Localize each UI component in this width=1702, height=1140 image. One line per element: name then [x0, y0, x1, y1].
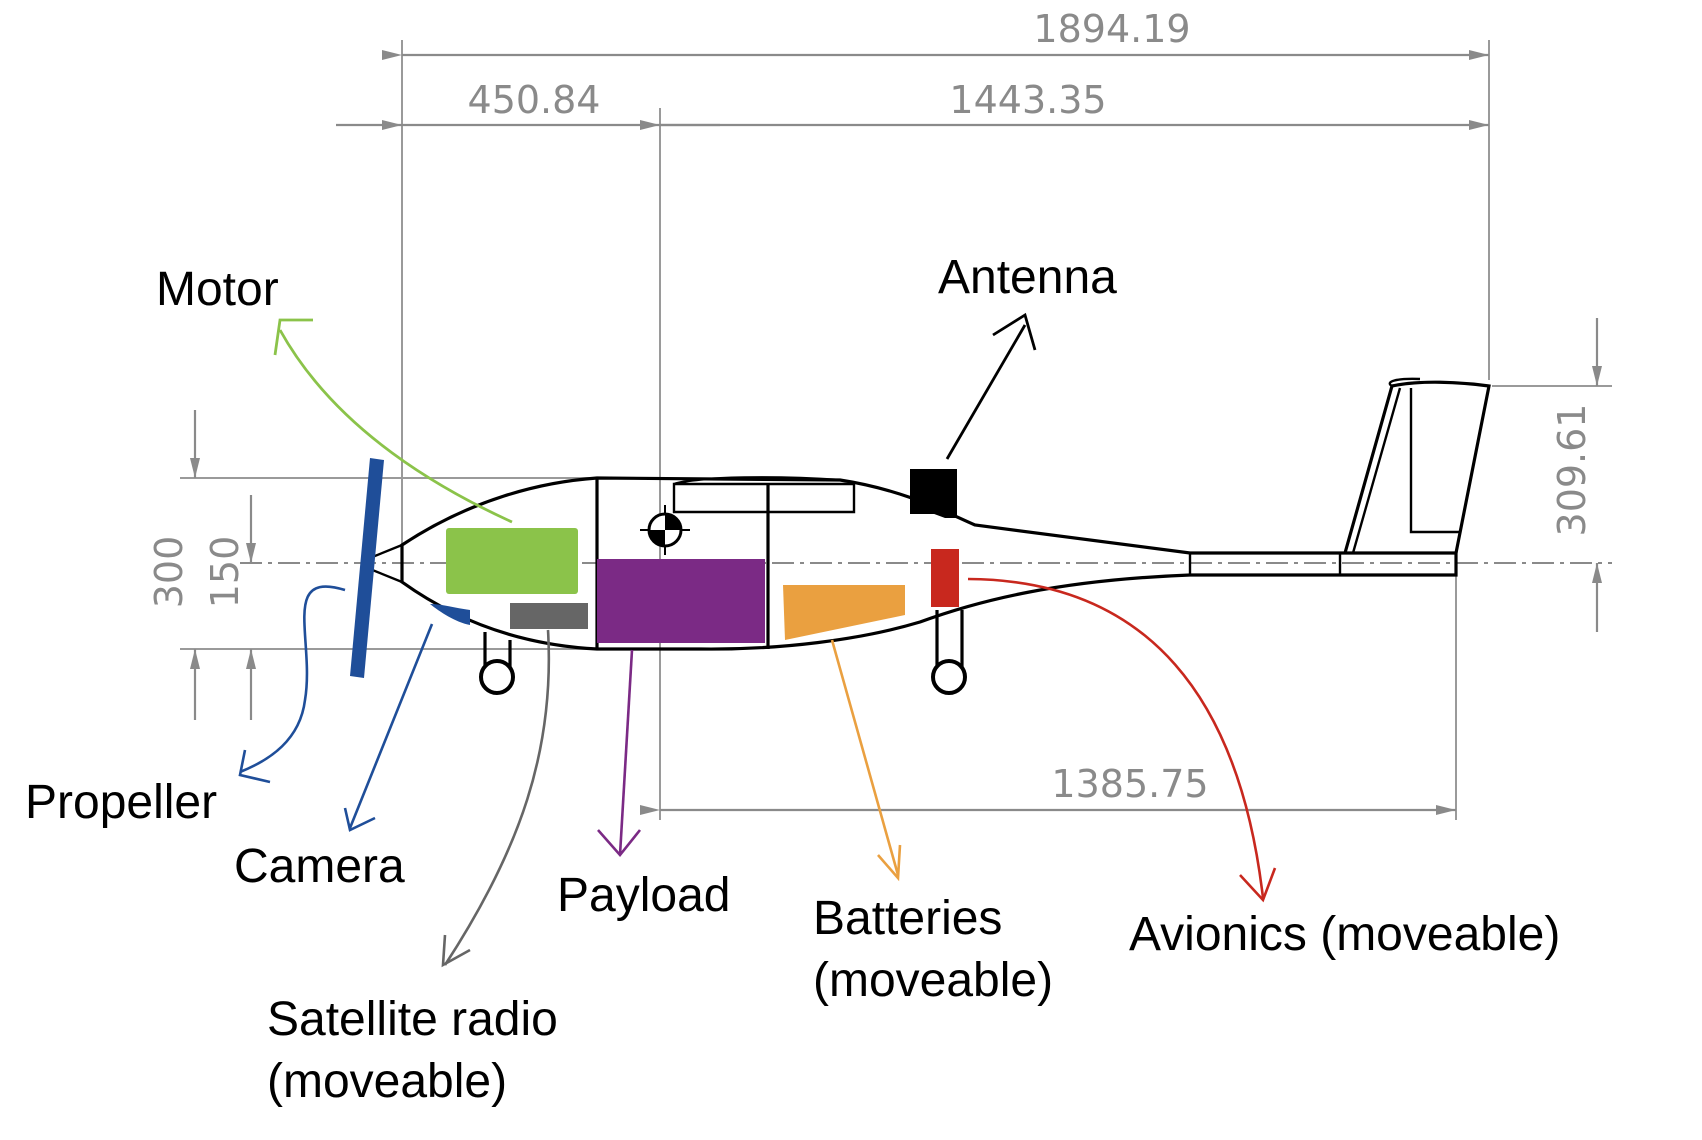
center-of-gravity-icon — [640, 505, 690, 555]
dimension-labels: 1894.19 450.84 1443.35 1385.75 300 150 3… — [147, 7, 1594, 806]
avionics-block — [931, 549, 959, 607]
batteries-arrow — [830, 639, 900, 876]
front-landing-gear — [479, 632, 515, 695]
tail-height-label: 309.61 — [1550, 404, 1594, 537]
dimension-lines — [180, 40, 1612, 820]
vertical-tail — [1343, 380, 1491, 554]
propeller-label: Propeller — [25, 776, 217, 829]
camera-block — [430, 604, 470, 625]
payload-label: Payload — [557, 869, 730, 922]
aircraft-body — [364, 377, 1491, 695]
cg-to-tail-label: 1443.35 — [949, 78, 1106, 122]
overall-length-label: 1894.19 — [1033, 7, 1190, 51]
satellite-radio-block — [510, 603, 588, 629]
nose-to-cg-label: 450.84 — [468, 78, 601, 122]
cg-to-tail-bottom-label: 1385.75 — [1051, 762, 1208, 806]
antenna-arrow — [945, 324, 1027, 460]
camera-arrow — [348, 623, 434, 829]
payload-arrow — [618, 649, 634, 856]
components — [350, 458, 959, 678]
payload-block — [597, 559, 765, 643]
rear-landing-gear — [931, 610, 967, 695]
batteries-label-line2: (moveable) — [813, 954, 1053, 1007]
satellite-radio-label-line2: (moveable) — [267, 1055, 507, 1108]
propeller-arrow — [239, 585, 346, 774]
camera-label: Camera — [234, 840, 405, 893]
batteries-block — [783, 585, 905, 640]
antenna-label: Antenna — [938, 251, 1117, 304]
fuselage-outline — [400, 476, 1458, 651]
satellite-radio-label-line1: Satellite radio — [267, 993, 558, 1046]
propeller-block — [350, 458, 384, 678]
fuselage-half-height-label: 150 — [203, 536, 247, 609]
component-labels: Motor Antenna Propeller Camera Satellite… — [25, 251, 1560, 1108]
motor-label: Motor — [156, 263, 279, 316]
avionics-arrow — [967, 577, 1265, 899]
motor-arrow — [278, 329, 513, 524]
satellite-radio-arrow — [443, 629, 551, 966]
fuselage-height-label: 300 — [147, 536, 191, 609]
avionics-label: Avionics (moveable) — [1129, 908, 1560, 961]
leader-arrows — [238, 312, 1277, 968]
antenna-block-skew — [910, 505, 957, 518]
motor-block — [446, 528, 578, 594]
wing-root — [672, 476, 856, 514]
batteries-label-line1: Batteries — [813, 892, 1002, 945]
